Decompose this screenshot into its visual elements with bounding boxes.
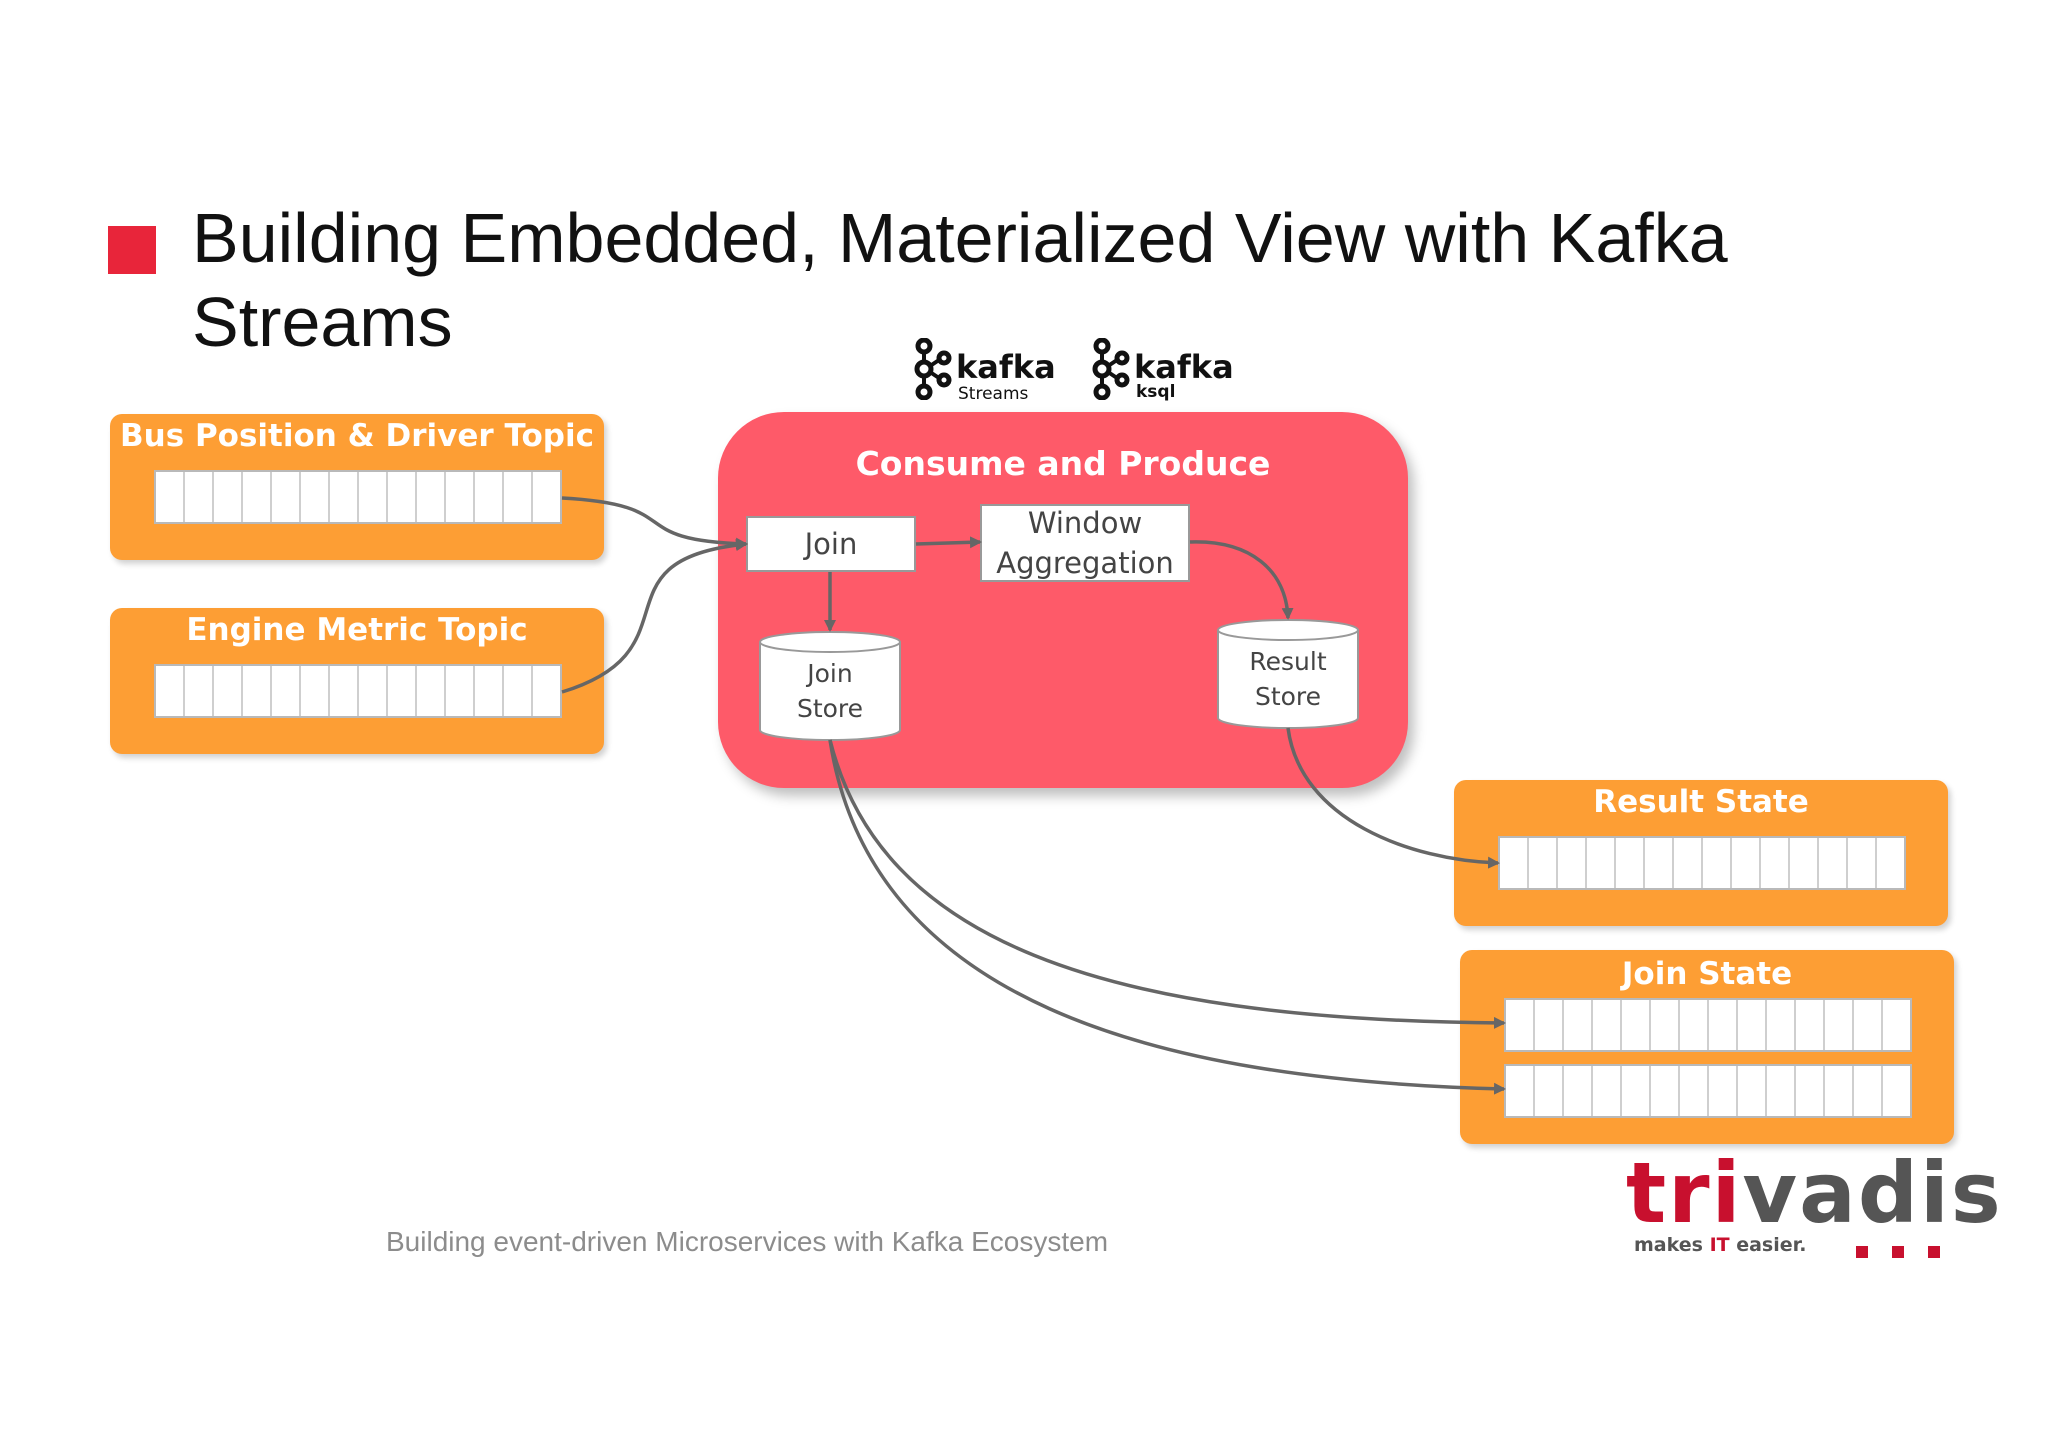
result-store-label: Result Store (1218, 644, 1358, 714)
engine-metric-topic: Engine Metric Topic (110, 608, 604, 754)
join-state-topic: Join State (1460, 950, 1954, 1144)
bus-position-topic-label: Bus Position & Driver Topic (120, 418, 594, 454)
join-state-queue-1 (1504, 998, 1912, 1052)
result-state-topic: Result State (1454, 780, 1948, 926)
join-operator: Join (746, 516, 916, 572)
result-store (1217, 619, 1359, 729)
bus-position-queue (154, 470, 562, 524)
tagline-post: easier. (1729, 1234, 1807, 1256)
engine-metric-topic-label: Engine Metric Topic (186, 612, 528, 648)
slide-footer: Building event-driven Microservices with… (386, 1226, 1109, 1257)
result-store-line2: Store (1254, 682, 1322, 711)
kafka-ksql-logo: kafka ksql (1086, 338, 1236, 408)
brand-dots (1856, 1246, 1940, 1258)
kafka-streams-sub: Streams (958, 384, 1029, 404)
trivadis-logo: trivadis (1626, 1148, 2003, 1238)
title-bullet (108, 226, 156, 274)
kafka-ksql-name: kafka (1134, 348, 1234, 386)
result-store-line1: Result (1249, 647, 1327, 676)
brand-prefix: tri (1626, 1144, 1743, 1242)
join-store-line1: Join (807, 659, 853, 688)
kafka-streams-name: kafka (956, 348, 1056, 386)
join-state-topic-label: Join State (1621, 956, 1793, 992)
window-aggregation-line2: Aggregation (996, 546, 1174, 580)
window-aggregation-operator: Window Aggregation (980, 504, 1190, 582)
brand-suffix: vadis (1742, 1144, 2003, 1242)
processor-title: Consume and Produce (855, 444, 1271, 483)
kafka-icon (1092, 338, 1130, 400)
brand-tagline: makes IT easier. (1634, 1234, 1807, 1256)
tagline-pre: makes (1634, 1234, 1710, 1256)
join-store-label: Join Store (760, 656, 900, 726)
result-state-topic-label: Result State (1593, 784, 1809, 820)
kafka-icon (914, 338, 952, 400)
kafka-ksql-sub: ksql (1136, 382, 1176, 402)
slide-title: Building Embedded, Materialized View wit… (192, 199, 1728, 361)
engine-metric-queue (154, 664, 562, 718)
join-state-queue-2 (1504, 1064, 1912, 1118)
bus-position-topic: Bus Position & Driver Topic (110, 414, 604, 560)
tagline-it: IT (1709, 1234, 1730, 1256)
window-aggregation-line1: Window (1027, 506, 1143, 540)
result-state-queue (1498, 836, 1906, 890)
join-store-line2: Store (796, 694, 864, 723)
kafka-streams-logo: kafka Streams (908, 338, 1058, 408)
